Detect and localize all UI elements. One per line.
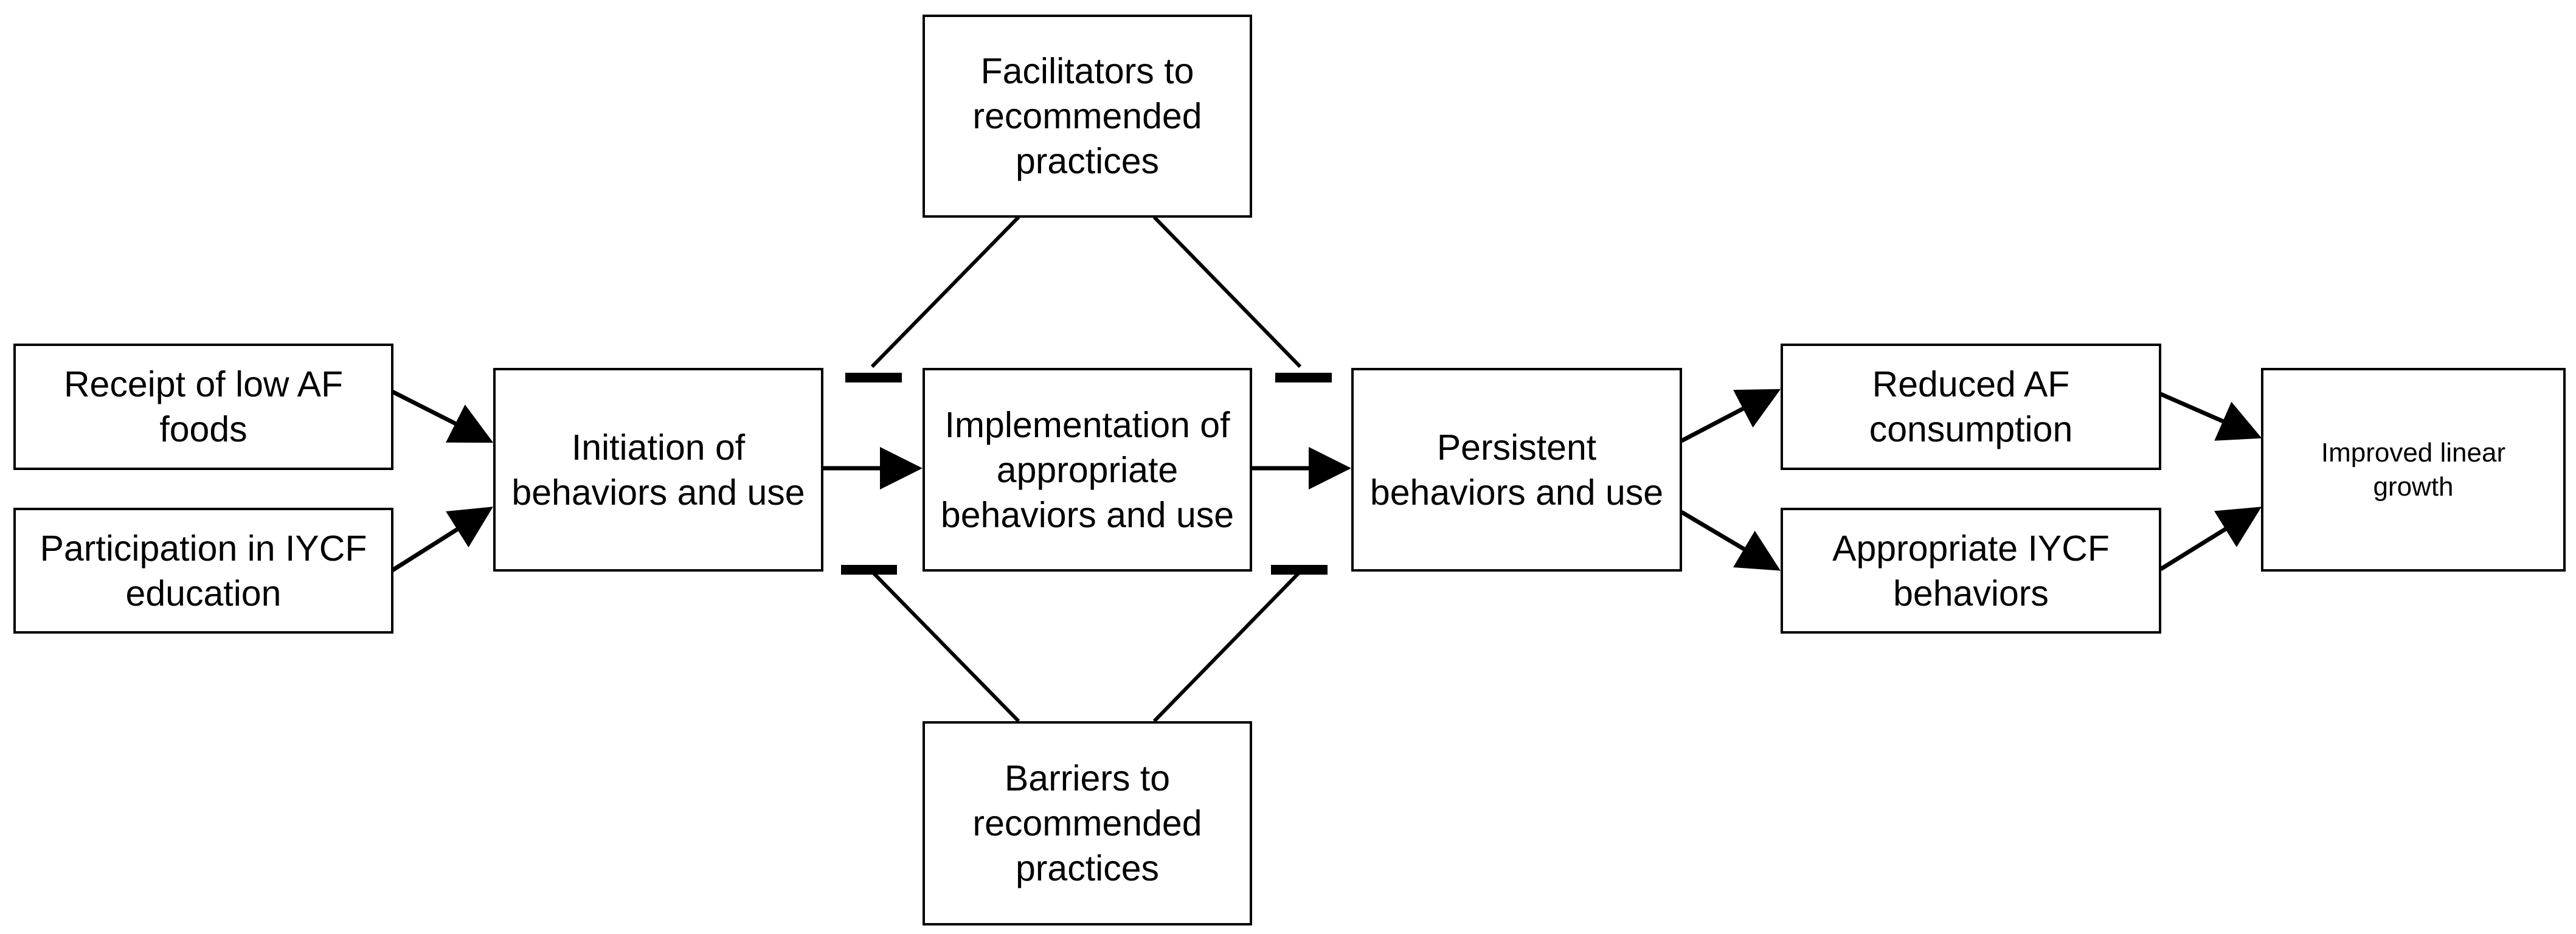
node-persistent: Persistent behaviors and use bbox=[1351, 368, 1682, 572]
node-facilitators-label: Facilitators to recommended practices bbox=[972, 51, 1202, 181]
edge-facilitators-to-initiation-link bbox=[870, 215, 1020, 368]
node-barriers: Barriers to recommended practices bbox=[923, 721, 1252, 925]
edge-barriers-to-persistent-link bbox=[1152, 570, 1302, 723]
edge-participation-to-initiation bbox=[391, 507, 493, 572]
node-participation-label: Participation in IYCF education bbox=[40, 528, 367, 614]
node-initiation-label: Initiation of behaviors and use bbox=[511, 427, 805, 513]
node-receipt: Receipt of low AF foods bbox=[13, 344, 393, 470]
node-reduced-label: Reduced AF consumption bbox=[1869, 364, 2073, 449]
node-barriers-label: Barriers to recommended practices bbox=[972, 758, 1202, 888]
edge-appropriate-to-improved bbox=[2159, 507, 2262, 571]
node-improved: Improved linear growth bbox=[2261, 368, 2566, 572]
node-facilitators: Facilitators to recommended practices bbox=[923, 15, 1252, 218]
edge-persistent-to-reduced bbox=[1680, 389, 1781, 443]
node-persistent-label: Persistent behaviors and use bbox=[1369, 427, 1664, 513]
edge-reduced-to-improved bbox=[2159, 392, 2262, 441]
edge-persistent-to-appropriate bbox=[1680, 510, 1781, 571]
node-initiation: Initiation of behaviors and use bbox=[493, 368, 823, 572]
node-appropriate: Appropriate IYCF behaviors bbox=[1781, 508, 2161, 634]
node-implementation-label: Implementation of appropriate behaviors … bbox=[940, 404, 1234, 535]
node-appropriate-label: Appropriate IYCF behaviors bbox=[1832, 528, 2110, 614]
node-reduced: Reduced AF consumption bbox=[1781, 344, 2161, 470]
node-improved-label: Improved linear growth bbox=[2321, 437, 2506, 502]
edge-barriers-to-initiation-link bbox=[870, 570, 1020, 723]
edge-facilitators-to-persistent-link bbox=[1152, 215, 1302, 368]
edge-receipt-to-initiation bbox=[391, 389, 494, 443]
node-implementation: Implementation of appropriate behaviors … bbox=[923, 368, 1252, 572]
node-receipt-label: Receipt of low AF foods bbox=[63, 364, 344, 449]
node-participation: Participation in IYCF education bbox=[13, 508, 393, 634]
